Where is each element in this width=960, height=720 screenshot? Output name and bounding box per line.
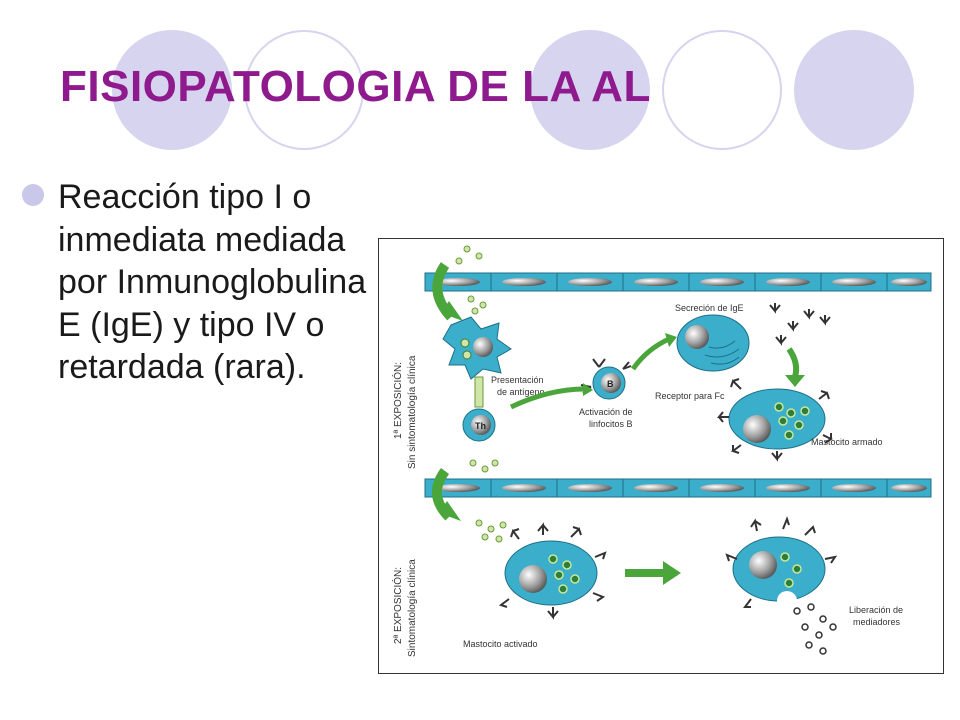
svg-text:Th: Th <box>475 421 486 431</box>
dendritic-cell <box>442 316 512 380</box>
diagram-svg: 1ª EXPOSICIÓN: Sin sintomatología clínic… <box>391 245 932 657</box>
decor-circle-2 <box>244 30 364 150</box>
activated-mast-cell <box>498 522 607 620</box>
epithelium-top <box>424 272 932 292</box>
label-ige-secretion: Secreción de IgE <box>675 303 744 313</box>
degranulating-mast-cell <box>725 516 838 611</box>
decor-circle-5 <box>794 30 914 150</box>
label-armed-mast: Mastocito armado <box>811 437 883 447</box>
antigen-link <box>474 376 484 408</box>
svg-text:Sintomatología clínica: Sintomatología clínica <box>407 559 418 657</box>
entry-arrow-top-head <box>441 301 463 321</box>
th-lymphocyte: Th <box>462 408 496 442</box>
bullet-text: Reacción tipo I o inmediata mediada por … <box>58 178 367 386</box>
antigen-particles-top <box>455 245 487 315</box>
allergy-pathophysiology-diagram: 1ª EXPOSICIÓN: Sin sintomatología clínic… <box>378 238 944 674</box>
label-mediator-release: Liberación de mediadores <box>849 605 906 627</box>
svg-text:B: B <box>607 379 614 389</box>
arrow-to-mast <box>786 347 800 378</box>
label-activated-mast: Mastocito activado <box>463 639 538 649</box>
arrow-to-plasma <box>630 336 671 371</box>
svg-text:Sin sintomatología clínica: Sin sintomatología clínica <box>407 355 418 469</box>
svg-text:1ª EXPOSICIÓN:: 1ª EXPOSICIÓN: <box>391 362 404 439</box>
first-exposure-label: 1ª EXPOSICIÓN: Sin sintomatología clínic… <box>391 355 418 469</box>
decor-circle-4 <box>662 30 782 150</box>
label-fc-receptor: Receptor para Fc <box>655 391 725 401</box>
svg-text:2ª EXPOSICIÓN:: 2ª EXPOSICIÓN: <box>391 567 404 644</box>
label-presentation: Presentación de antígeno <box>491 375 546 397</box>
antigen-particles-bottom <box>469 459 507 543</box>
b-lymphocyte: B <box>580 358 632 400</box>
arrow-activation-head <box>663 561 681 585</box>
bullet-dot <box>22 184 44 206</box>
free-ige-antibodies <box>769 303 831 346</box>
slide-title: FISIOPATOLOGIA DE LA AL <box>60 62 651 111</box>
epithelium-bottom <box>424 478 932 498</box>
plasma-cell <box>676 314 750 372</box>
decor-circle-1 <box>112 30 232 150</box>
arrow-to-plasma-head <box>665 333 677 347</box>
armed-mast-cell <box>716 378 833 462</box>
arrow-to-b <box>509 386 586 410</box>
decor-circle-3 <box>530 30 650 150</box>
released-mediators <box>793 603 837 655</box>
entry-arrow-bottom-head <box>439 501 461 521</box>
arrow-to-b-head <box>583 383 593 396</box>
arrow-activation-shaft <box>625 569 665 577</box>
arrow-to-mast-head <box>785 375 805 387</box>
label-activation: Activación de linfocitos B <box>579 407 635 429</box>
second-exposure-label: 2ª EXPOSICIÓN: Sintomatología clínica <box>391 559 418 657</box>
